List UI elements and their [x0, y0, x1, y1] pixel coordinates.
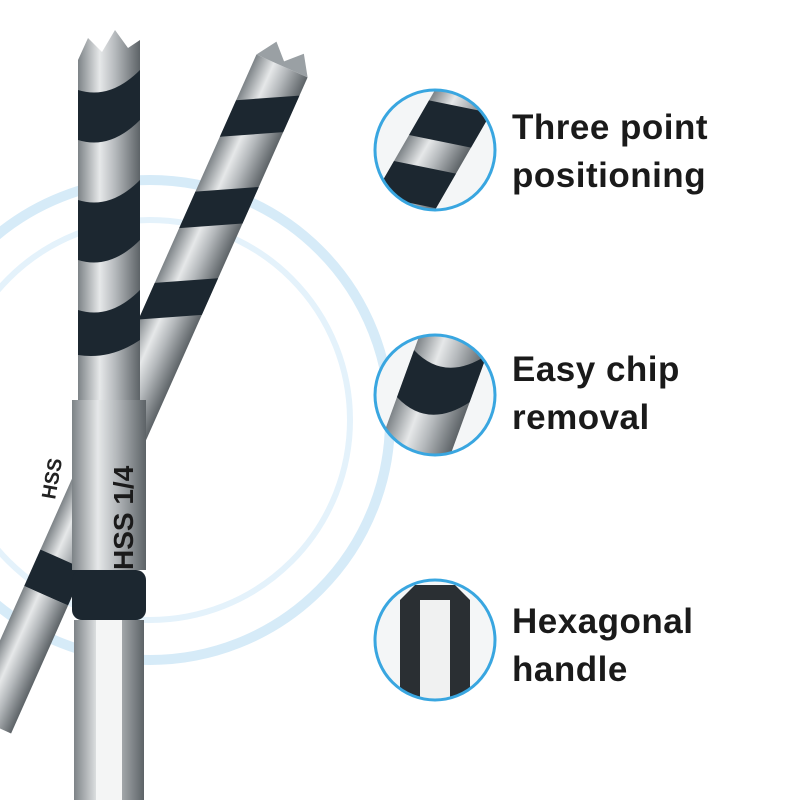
inset-spiral-flute	[373, 318, 497, 472]
feature-line1: Three point	[512, 108, 709, 147]
feature-line2: removal	[512, 398, 650, 437]
feature-label-three-point: Three point positioning	[512, 104, 708, 200]
background-ring-inner	[0, 217, 353, 623]
shank-marking-front: HSS 1/4	[108, 465, 139, 570]
feature-line1: Hexagonal	[512, 602, 694, 641]
feature-label-chip-removal: Easy chip removal	[512, 346, 680, 442]
feature-line2: handle	[512, 650, 628, 689]
feature-label-hex-handle: Hexagonal handle	[512, 598, 694, 694]
drill-bit-front	[72, 30, 146, 800]
feature-line2: positioning	[512, 156, 707, 195]
inset-three-point-tip	[364, 74, 497, 232]
shank-marking-back: HSS	[38, 457, 67, 501]
feature-line1: Easy chip	[512, 350, 680, 389]
inset-hex-shank	[373, 578, 497, 702]
